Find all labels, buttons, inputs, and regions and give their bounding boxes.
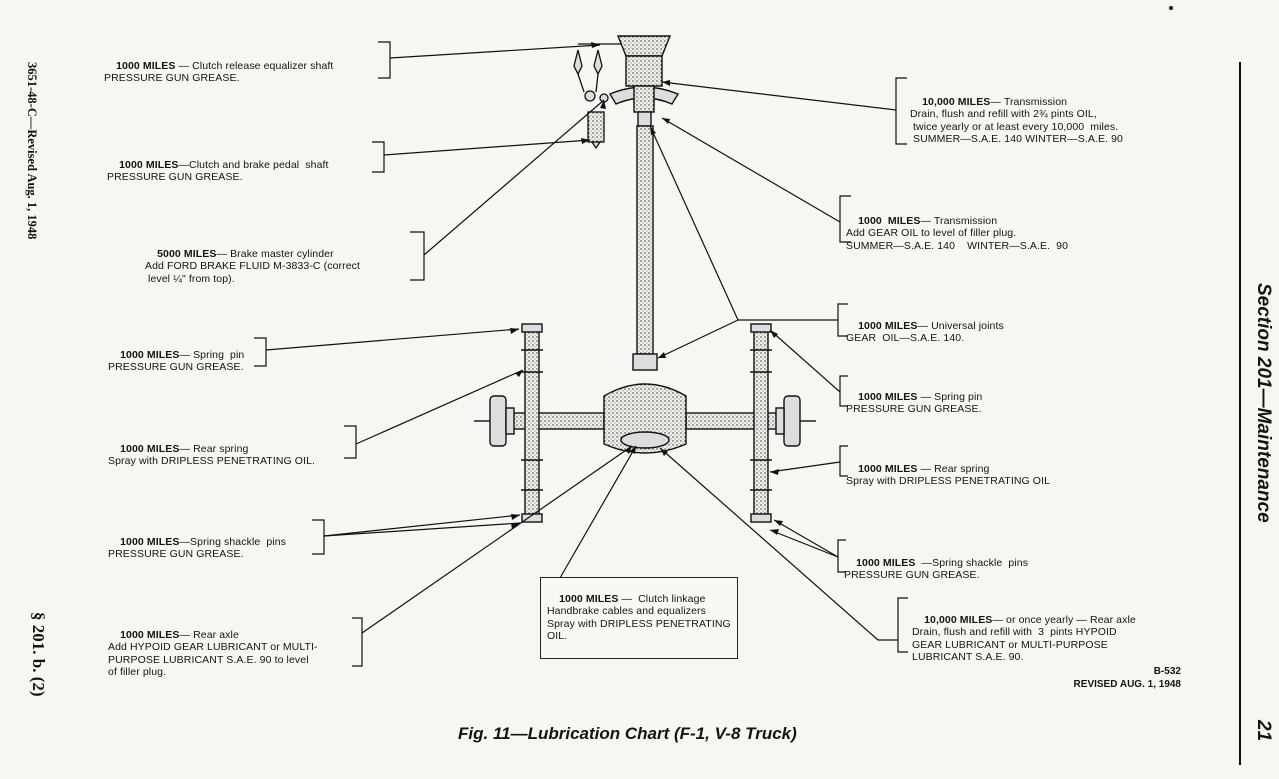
label-shackle-left: 1000 MILES—Spring shackle pins PRESSURE … — [108, 524, 286, 573]
clutch-pedal-assembly — [573, 43, 622, 150]
label-clutch-equalizer: 1000 MILES — Clutch release equalizer sh… — [104, 48, 333, 97]
label-rear-spring-left: 1000 MILES— Rear spring Spray with DRIPL… — [108, 431, 315, 480]
label-text: — Clutch linkage Handbrake cables and eq… — [547, 593, 731, 642]
label-heading: 1000 MILES — [120, 443, 180, 456]
label-spring-pin-left: 1000 MILES— Spring pin PRESSURE GUN GREA… — [108, 337, 244, 386]
label-heading: 1000 MILES — [120, 629, 180, 642]
label-heading: 1000 MILES — [858, 463, 918, 476]
label-heading: 1000 MILES — [858, 320, 918, 333]
drive-shaft — [632, 125, 658, 371]
label-heading: 1000 MILES — [559, 593, 619, 606]
label-text: — or once yearly — Rear axle Drain, flus… — [912, 614, 1136, 663]
label-rear-axle-left: 1000 MILES— Rear axle Add HYPOID GEAR LU… — [108, 617, 318, 690]
drawing-reference: B-532 REVISED AUG. 1, 1948 — [1073, 666, 1181, 690]
label-text: — Rear spring Spray with DRIPLESS PENETR… — [846, 463, 1051, 488]
label-text: —Clutch and brake pedal shaft PRESSURE G… — [107, 159, 329, 184]
right-rear-spring — [750, 323, 772, 523]
label-text: — Clutch release equalizer shaft PRESSUR… — [104, 60, 334, 85]
label-heading: 1000 MILES — [120, 349, 180, 362]
label-heading: 1000 MILES — [858, 391, 918, 404]
label-text: — Transmission Add GEAR OIL to level of … — [846, 215, 1069, 252]
label-clutch-linkage: 1000 MILES — Clutch linkage Handbrake ca… — [540, 577, 738, 660]
label-text: — Spring pin PRESSURE GUN GREASE. — [108, 349, 245, 374]
label-text: — Spring pin PRESSURE GUN GREASE. — [846, 391, 983, 416]
rear-axle — [511, 383, 779, 454]
label-transmission-1000: 1000 MILES— Transmission Add GEAR OIL to… — [846, 203, 1068, 264]
right-wheel-hub — [775, 395, 816, 447]
label-heading: 1000 MILES — [856, 557, 916, 570]
dot-mark — [1169, 6, 1173, 10]
label-heading: 10,000 MILES — [924, 614, 993, 627]
label-rear-spring-right: 1000 MILES — Rear spring Spray with DRIP… — [846, 451, 1050, 500]
label-text: — Rear axle Add HYPOID GEAR LUBRICANT or… — [108, 629, 318, 678]
label-heading: 1000 MILES — [858, 215, 921, 228]
label-heading: 10,000 MILES — [922, 96, 991, 109]
label-transmission-10000: 10,000 MILES— Transmission Drain, flush … — [910, 84, 1123, 157]
transmission-housing — [608, 35, 680, 127]
arrowheads — [510, 42, 783, 535]
label-universal-joints: 1000 MILES— Universal joints GEAR OIL—S.… — [846, 308, 1004, 357]
figure-caption: Fig. 11—Lubrication Chart (F-1, V-8 Truc… — [458, 724, 797, 743]
left-wheel-hub — [474, 395, 515, 447]
label-master-cylinder: 5000 MILES— Brake master cylinder Add FO… — [145, 236, 360, 297]
label-rear-axle-right: 10,000 MILES— or once yearly — Rear axle… — [912, 602, 1136, 675]
label-spring-pin-right: 1000 MILES — Spring pin PRESSURE GUN GRE… — [846, 379, 982, 428]
label-text: —Spring shackle pins PRESSURE GUN GREASE… — [108, 536, 287, 561]
label-text: — Universal joints GEAR OIL—S.A.E. 140. — [846, 320, 1004, 345]
label-heading: 5000 MILES — [157, 248, 217, 261]
label-heading: 1000 MILES — [116, 60, 176, 73]
label-text: —Spring shackle pins PRESSURE GUN GREASE… — [844, 557, 1029, 582]
label-shackle-right: 1000 MILES —Spring shackle pins PRESSURE… — [844, 545, 1028, 594]
label-text: — Brake master cylinder Add FORD BRAKE F… — [145, 248, 361, 285]
label-heading: 1000 MILES — [120, 536, 180, 549]
left-rear-spring — [521, 323, 543, 523]
leader-lines — [254, 41, 908, 667]
label-text: — Transmission Drain, flush and refill w… — [910, 96, 1123, 145]
label-heading: 1000 MILES — [119, 159, 179, 172]
label-pedal-shaft: 1000 MILES—Clutch and brake pedal shaft … — [107, 147, 329, 196]
label-text: — Rear spring Spray with DRIPLESS PENETR… — [108, 443, 316, 468]
